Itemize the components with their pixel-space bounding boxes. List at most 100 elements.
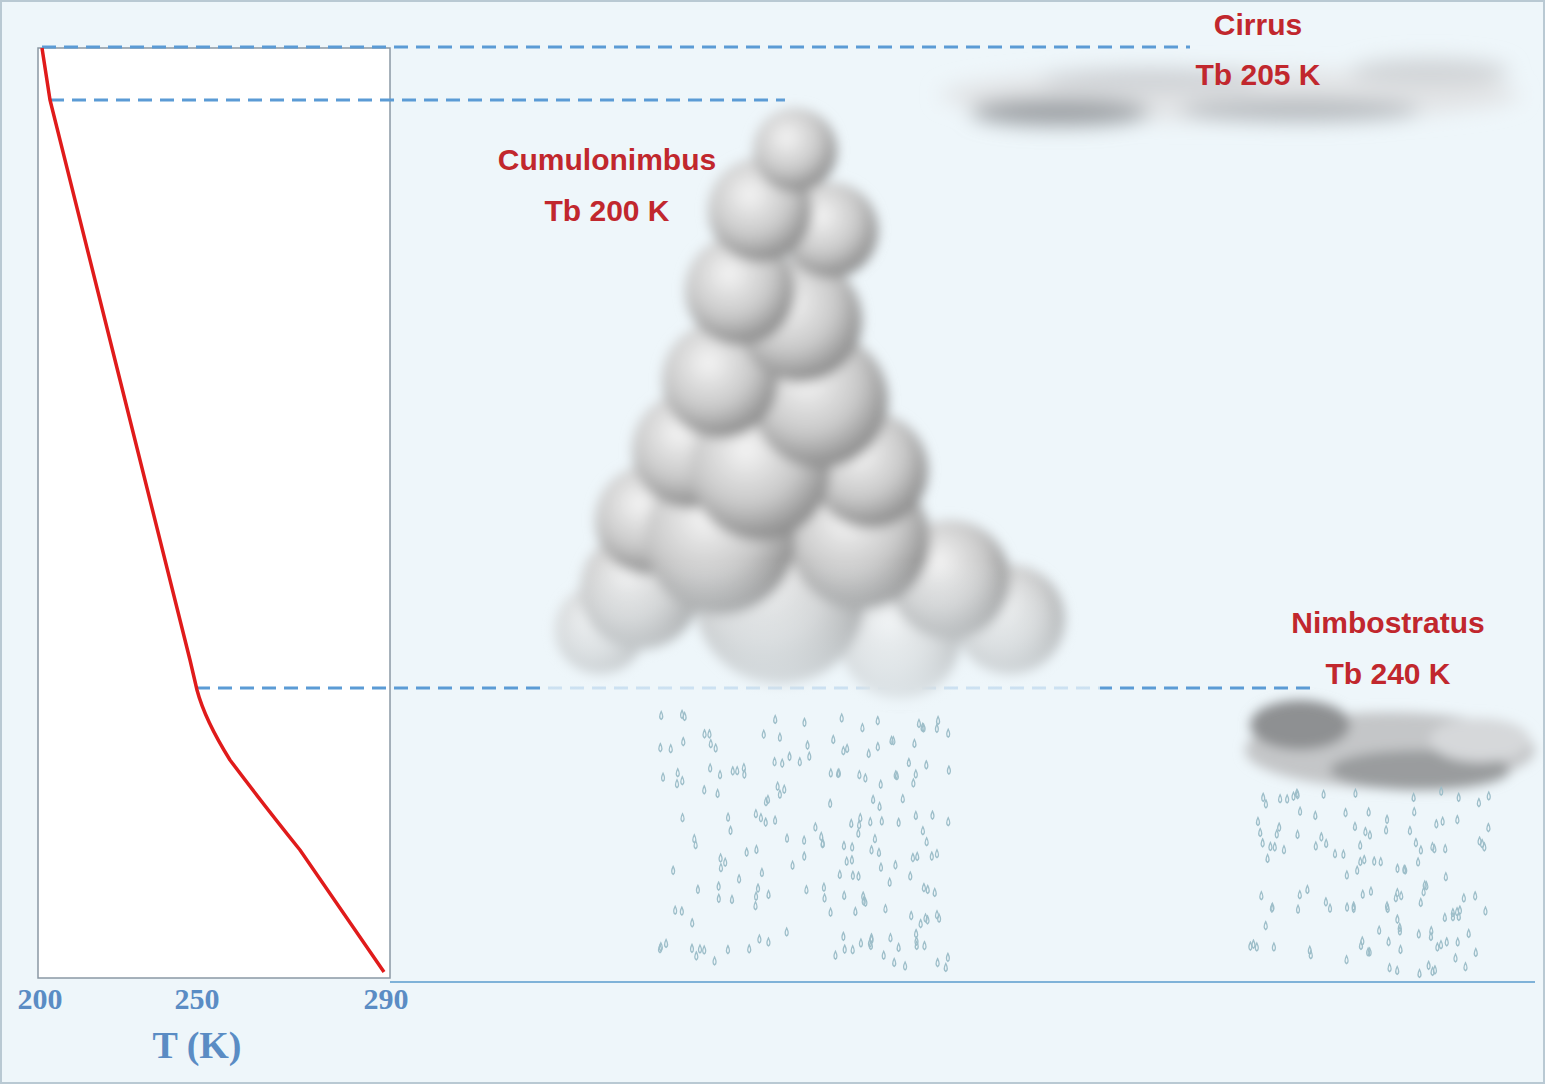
rain-drop <box>1404 866 1407 874</box>
rain-drop <box>1329 904 1332 912</box>
rain-drop <box>862 897 865 905</box>
rain-drop <box>719 864 722 872</box>
plot-box <box>38 48 390 978</box>
rain-drop <box>1295 789 1298 797</box>
rain-drop <box>872 795 875 803</box>
rain-drop <box>1359 841 1362 849</box>
rain-drop <box>1367 948 1370 956</box>
rain-drop <box>916 852 919 860</box>
rain-drop <box>1345 871 1348 879</box>
rain-drop <box>894 771 897 779</box>
rain-drop <box>659 943 662 951</box>
rain-drop <box>676 780 679 788</box>
rain-drop <box>1286 795 1289 803</box>
tick-label: 250 <box>175 982 220 1017</box>
rain-drop <box>880 817 883 825</box>
rain-drop <box>1306 886 1309 894</box>
rain-drop <box>717 894 720 902</box>
rain-drop <box>1368 831 1371 839</box>
rain-drop <box>730 896 733 904</box>
rain-drop <box>1477 799 1480 807</box>
rain-drop <box>1456 908 1459 916</box>
rain-drop <box>861 724 864 732</box>
rain-drop <box>1352 902 1355 910</box>
axis-title: T (K) <box>152 1024 241 1068</box>
rain-drop <box>1273 843 1276 851</box>
rain-drop <box>859 814 862 822</box>
rain-drop <box>745 848 748 856</box>
rain-drop <box>708 730 711 738</box>
rain-drop <box>837 769 840 777</box>
rain-drop <box>823 894 826 902</box>
rain-drop <box>1256 817 1259 825</box>
rain-drop <box>1314 842 1317 850</box>
rain-drop <box>822 883 825 891</box>
rain-drop <box>947 818 950 826</box>
rain-drop <box>1325 840 1328 848</box>
rain-drop <box>842 842 845 850</box>
rain-drop <box>755 892 758 900</box>
rain-drop <box>1299 807 1302 815</box>
rain-drop <box>1322 790 1325 798</box>
rain-drop <box>946 953 949 961</box>
rain-drop <box>922 884 925 892</box>
rain-drop <box>1279 795 1282 803</box>
rain-drop <box>1298 891 1301 899</box>
rain-drop <box>1483 843 1486 851</box>
rain-drop <box>717 882 720 890</box>
rain-drop <box>1487 824 1490 832</box>
rain-drop <box>1369 887 1372 895</box>
rain-drop <box>727 813 730 821</box>
rain-drop <box>713 957 716 965</box>
rain-drop <box>1252 940 1255 948</box>
rain-drop <box>1359 942 1362 950</box>
rain-drop <box>842 932 845 940</box>
rain-drop <box>1419 846 1422 854</box>
rain-drop <box>933 888 936 896</box>
rain-drop <box>1467 929 1470 937</box>
rain-drop <box>870 846 873 854</box>
rain-drop <box>1474 892 1477 900</box>
rain-drop <box>1275 830 1278 838</box>
rain-drop <box>1259 829 1262 837</box>
rain-drop <box>1436 943 1439 951</box>
ground-line <box>390 981 1535 983</box>
rain-drop <box>1444 845 1447 853</box>
rain-drop <box>837 769 840 777</box>
rain-drop <box>897 943 900 951</box>
rain-drop <box>803 718 806 726</box>
cumulonimbus-level <box>50 99 785 102</box>
rain-drop <box>882 951 885 959</box>
rain-drop <box>843 945 846 953</box>
rain-drop <box>947 766 950 774</box>
rain-drop <box>894 861 897 869</box>
rain-drop <box>760 868 763 876</box>
rain-drop <box>1324 898 1327 906</box>
rain-drop <box>820 833 823 841</box>
rain-drop <box>1378 926 1381 934</box>
tick-label: 290 <box>364 982 409 1017</box>
rain-drop <box>1462 894 1465 902</box>
rain-drop <box>1271 903 1274 911</box>
rain-drop <box>1260 892 1263 900</box>
rain-drop <box>1396 966 1399 974</box>
rain-drop <box>659 744 662 752</box>
rain-drop <box>1408 827 1411 835</box>
rain-drop <box>690 944 693 952</box>
rain-drop <box>1443 913 1446 921</box>
rain-drop <box>893 958 896 966</box>
cloud-name: Cumulonimbus <box>498 143 716 178</box>
rain-drop <box>1314 812 1317 820</box>
rain-drop <box>912 779 915 787</box>
rain-drop <box>909 872 912 880</box>
rain-drop <box>1297 905 1300 913</box>
rain-drop <box>1264 800 1267 808</box>
rain-drop <box>1417 858 1420 866</box>
rain-drop <box>703 946 706 954</box>
rain-drop <box>709 740 712 748</box>
rain-drop <box>1457 793 1460 801</box>
rain-drop <box>759 814 762 822</box>
rain-drop <box>910 912 913 920</box>
rain-drop <box>1296 830 1299 838</box>
